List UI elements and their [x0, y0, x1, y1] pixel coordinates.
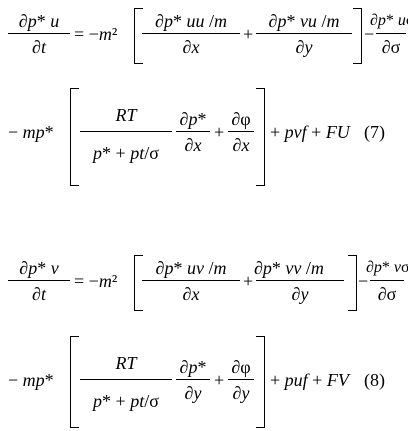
fraction-bar: [370, 280, 404, 281]
eq8-left-bracket-2: [70, 336, 79, 428]
eq8-t1-num: ∂p* uv /m: [155, 258, 227, 278]
eq7-plus1: +: [243, 24, 254, 44]
eq7-t1-num: ∂p* uu /m: [155, 11, 227, 31]
fraction-bar: [228, 131, 254, 132]
eq7-number: (7): [364, 122, 385, 142]
eq7-rt-num: RT: [115, 105, 137, 125]
eq7-phi-den: ∂x: [232, 135, 250, 155]
fraction-bar: [142, 33, 240, 34]
eq8-phi-num: ∂φ: [231, 357, 251, 377]
eq8-number: (8): [364, 370, 385, 390]
eq8-t2-den: ∂y: [291, 284, 309, 304]
eq8-t3-den: ∂σ: [377, 284, 397, 304]
fraction-bar: [8, 33, 70, 34]
eq7-dp-den: ∂x: [184, 135, 202, 155]
fraction-bar: [176, 131, 210, 132]
eq8-rt-den: p* + pt/σ: [93, 391, 159, 411]
eq8-right-bracket: [348, 255, 357, 311]
fraction-bar: [80, 379, 172, 380]
eq7-plus2: +: [214, 122, 225, 142]
fraction-bar: [176, 379, 210, 380]
eq8-minus1: −: [358, 271, 369, 291]
eq8-tail: + puf + FV: [270, 370, 349, 390]
eq8-t3-num: ∂p* vσ: [366, 259, 408, 276]
eq7-t2-num: ∂p* vu /m: [268, 11, 340, 31]
eq8-rt-num: RT: [115, 353, 137, 373]
eq7-row2-lead: − mp*: [8, 122, 54, 142]
eq8-dp-den: ∂y: [184, 383, 202, 403]
eq7-right-bracket: [353, 8, 362, 64]
fraction-bar: [256, 33, 352, 34]
fraction-bar: [80, 131, 172, 132]
eq7-t3-den: ∂σ: [381, 37, 401, 57]
eq8-dp-num: ∂p*: [179, 357, 207, 377]
fraction-bar: [142, 280, 240, 281]
fraction-bar: [228, 379, 254, 380]
eq8-eq-sign: = −m²: [74, 271, 118, 291]
eq8-row2-lead: − mp*: [8, 370, 54, 390]
eq7-rt-den: p* + pt/σ: [93, 143, 159, 163]
eq8-left-bracket: [134, 255, 143, 311]
eq8-t1-den: ∂x: [182, 284, 200, 304]
eq7-phi-num: ∂φ: [231, 109, 251, 129]
eq7-eq-sign: = −m²: [74, 24, 118, 44]
eq7-lhs-den: ∂t: [32, 37, 46, 57]
eq8-lhs-num: ∂p* v: [19, 258, 59, 278]
eq8-phi-den: ∂y: [232, 383, 250, 403]
eq8-plus1: +: [243, 271, 254, 291]
fraction-bar: [376, 33, 406, 34]
eq8-plus2: +: [214, 370, 225, 390]
eq8-right-bracket-2: [256, 336, 265, 428]
eq7-right-bracket-2: [256, 88, 265, 186]
eq7-minus1: −: [364, 24, 375, 44]
eq7-tail: + pvf + FU: [270, 122, 350, 142]
eq8-lhs-den: ∂t: [32, 284, 46, 304]
eq7-t1-den: ∂x: [182, 37, 200, 57]
eq7-left-bracket-2: [70, 88, 79, 186]
fraction-bar: [8, 280, 70, 281]
fraction-bar: [256, 280, 344, 281]
eq7-dp-num: ∂p*: [179, 109, 207, 129]
eq7-t3-num: ∂p* uσ: [370, 12, 408, 29]
eq7-lhs-num: ∂p* u: [18, 11, 60, 31]
eq7-t2-den: ∂y: [295, 37, 313, 57]
eq7-left-bracket: [134, 8, 143, 64]
eq8-t2-num: ∂p* vv /m: [254, 258, 324, 278]
